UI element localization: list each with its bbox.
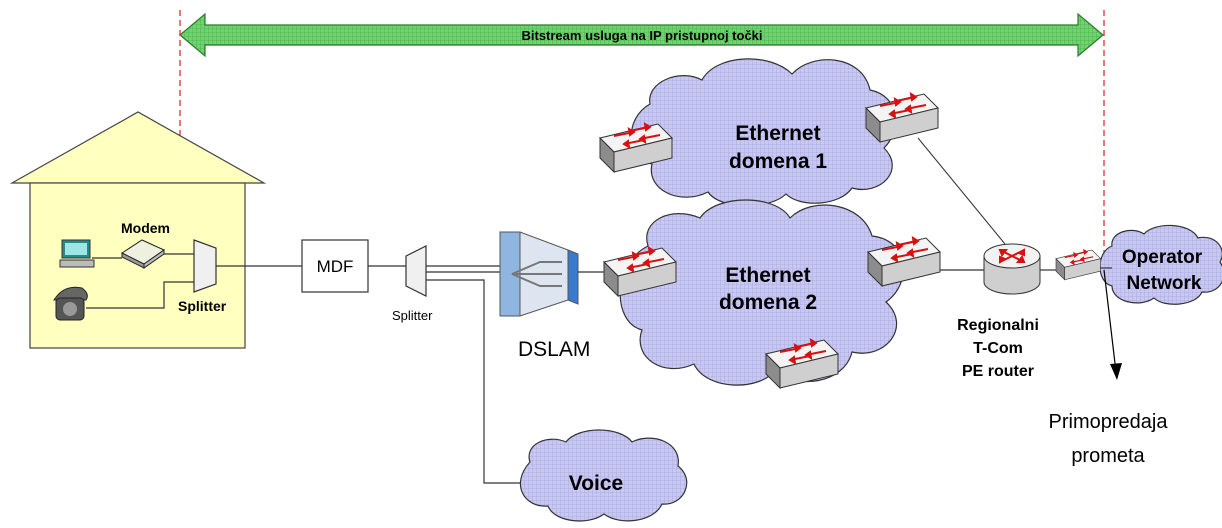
line-splitter bbox=[405, 245, 427, 297]
eth2-line1: Ethernet bbox=[725, 264, 810, 287]
dslam-label: DSLAM bbox=[518, 338, 590, 361]
operator-network-cloud bbox=[1099, 224, 1222, 305]
mdf-label: MDF bbox=[317, 257, 354, 276]
pe-router-icon bbox=[983, 243, 1041, 295]
router-line2: T-Com bbox=[973, 340, 1023, 357]
eth1-line1: Ethernet bbox=[735, 122, 820, 145]
voice-label: Voice bbox=[569, 472, 623, 495]
bitstream-banner-arrow: Bitstream usluga na IP pristupnoj točki bbox=[179, 12, 1104, 58]
computer-icon bbox=[59, 239, 95, 268]
small-edge-switch bbox=[1055, 249, 1102, 281]
ethernet-domena-2-cloud bbox=[619, 199, 904, 386]
router-line3: PE router bbox=[962, 363, 1034, 380]
eth2-line2: domena 2 bbox=[719, 291, 817, 314]
voice-cloud bbox=[519, 429, 688, 522]
handover-line2: prometa bbox=[1071, 445, 1145, 467]
ethernet-domena-1-cloud bbox=[630, 58, 897, 207]
router-line1: Regionalni bbox=[957, 317, 1039, 334]
modem-label: Modem bbox=[121, 220, 170, 236]
mdf-box bbox=[301, 239, 369, 293]
line-splitter-label: Splitter bbox=[392, 308, 433, 323]
dslam-device bbox=[499, 231, 579, 317]
banner-label: Bitstream usluga na IP pristupnoj točki bbox=[521, 28, 762, 43]
telephone-icon bbox=[53, 286, 88, 321]
operator-line1: Operator bbox=[1122, 247, 1203, 268]
house-splitter-label: Splitter bbox=[178, 298, 227, 314]
handover-line1: Primopredaja bbox=[1049, 411, 1169, 433]
handover-arrow bbox=[1103, 269, 1122, 380]
eth1-line2: domena 1 bbox=[729, 150, 827, 173]
operator-line2: Network bbox=[1127, 273, 1202, 294]
house-splitter bbox=[193, 239, 217, 293]
